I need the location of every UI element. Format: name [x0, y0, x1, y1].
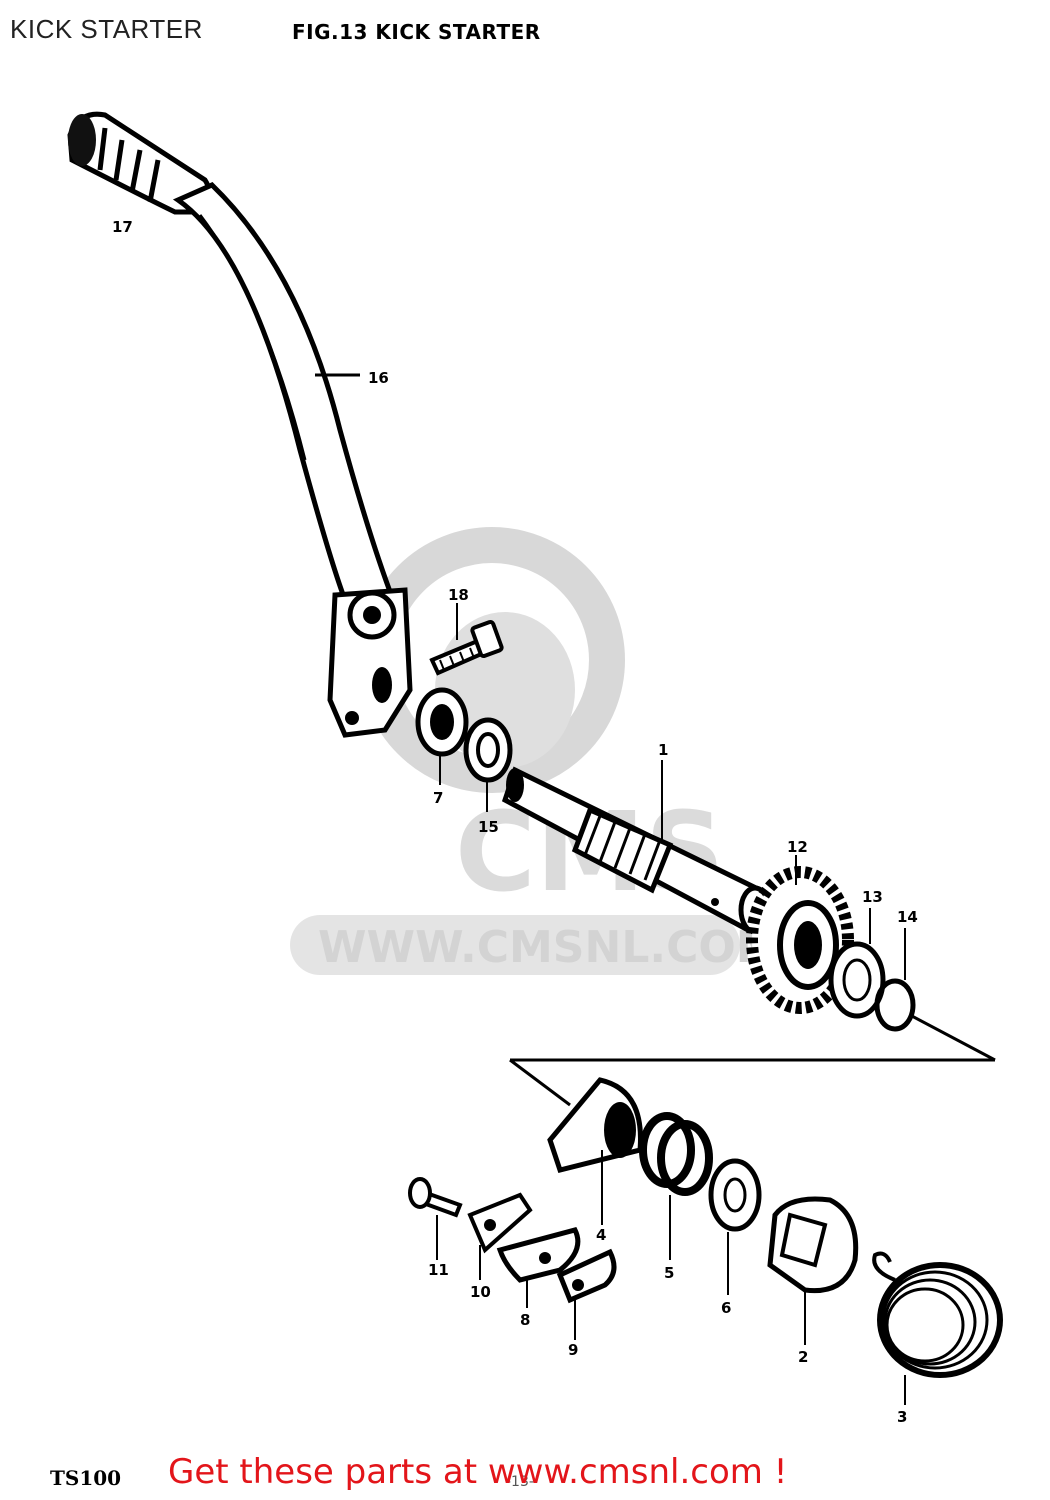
part-5-spring: [639, 1112, 713, 1260]
callout-9: 9: [568, 1341, 578, 1359]
callout-2: 2: [798, 1348, 808, 1366]
part-7-oil-seal: [415, 687, 469, 785]
part-8-pawl: [496, 1227, 581, 1308]
part-9-pawl-plate: [556, 1248, 617, 1340]
callout-15: 15: [478, 818, 499, 836]
part-14-circlip: [874, 928, 916, 1032]
page-number: -13-: [506, 1474, 534, 1490]
callout-1: 1: [658, 741, 668, 759]
page-heading: KICK STARTER: [10, 14, 203, 44]
part-16-kick-lever: [172, 182, 413, 738]
part-13-lock-washer: [828, 908, 886, 1019]
callout-5: 5: [664, 1264, 674, 1282]
part-10-lock-plate: [467, 1192, 533, 1280]
callout-8: 8: [520, 1311, 530, 1329]
callout-14: 14: [897, 908, 918, 926]
callout-4: 4: [596, 1226, 606, 1244]
part-4-kick-starter-guide: [547, 1077, 643, 1225]
callout-16: 16: [368, 369, 389, 387]
watermark-url: WWW.CMSNL.COM: [318, 922, 780, 973]
model-label: TS100: [50, 1466, 122, 1490]
callout-12: 12: [787, 838, 808, 856]
figure-title: FIG.13 KICK STARTER: [292, 20, 541, 44]
callout-11: 11: [428, 1261, 449, 1279]
part-6-washer: [708, 1158, 762, 1295]
part-12-starter-gear: [746, 855, 854, 1014]
part-3-return-spring: [872, 1251, 1003, 1405]
callout-17: 17: [112, 218, 133, 236]
callout-10: 10: [470, 1283, 491, 1301]
part-11-screw: [408, 1177, 463, 1260]
callout-13: 13: [862, 888, 883, 906]
part-2-kick-starter-stopper: [767, 1196, 859, 1345]
assembly-reference-lines: [509, 1013, 996, 1107]
get-parts-link[interactable]: Get these parts at www.cmsnl.com !: [168, 1452, 788, 1492]
callout-7: 7: [433, 789, 443, 807]
part-15-washer: [463, 717, 513, 812]
part-18-bolt: [429, 603, 504, 676]
callout-3: 3: [897, 1408, 907, 1426]
callout-18: 18: [448, 586, 469, 604]
callout-6: 6: [721, 1299, 731, 1317]
